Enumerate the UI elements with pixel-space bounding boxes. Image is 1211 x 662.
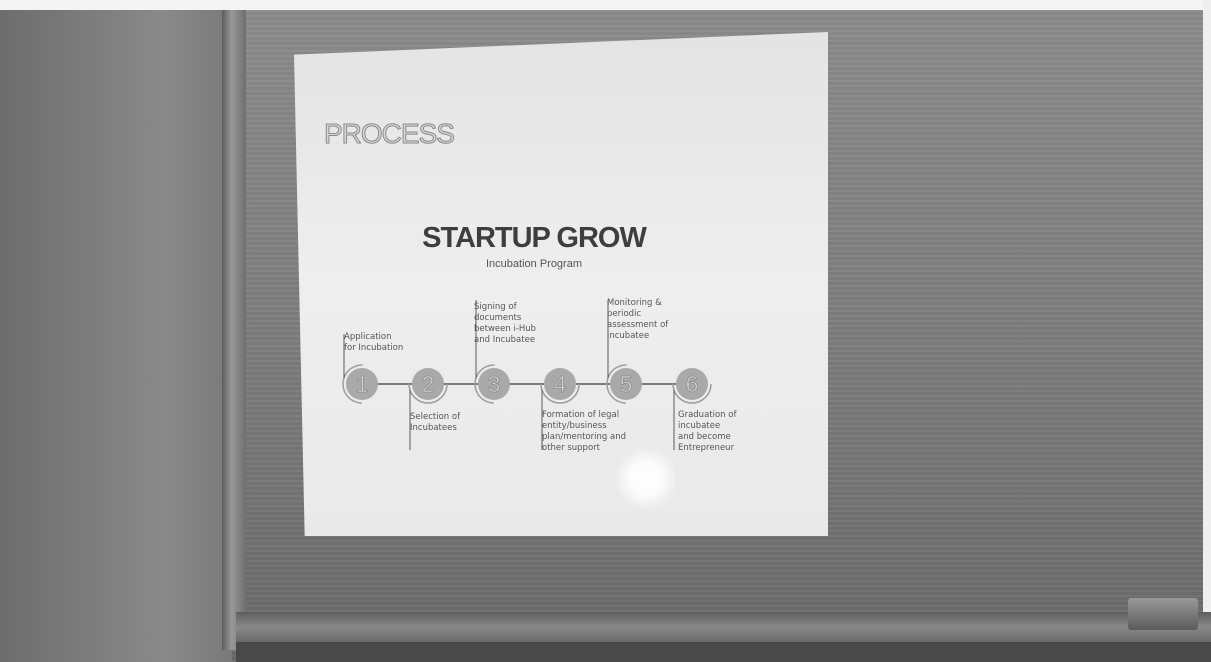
step-2-ring bbox=[408, 364, 448, 404]
step-4-label: Formation of legal entity/business plan/… bbox=[542, 410, 626, 453]
step-1-label: Application for Incubation bbox=[344, 332, 404, 353]
step-6-circle bbox=[676, 368, 708, 400]
projected-slide: PROCESS STARTUP GROW Incubation Program … bbox=[294, 32, 828, 536]
step-1-circle bbox=[346, 368, 378, 400]
process-timeline: 1 2 3 4 5 6 bbox=[342, 300, 828, 450]
floor-shadow bbox=[236, 642, 1211, 662]
step-3-circle bbox=[478, 368, 510, 400]
step-1-number: 1 bbox=[356, 371, 369, 397]
brand-subtitle: Incubation Program bbox=[486, 258, 582, 270]
step-6-label: Graduation of incubatee and become Entre… bbox=[678, 410, 737, 453]
step-2-circle bbox=[412, 368, 444, 400]
step-5-number: 5 bbox=[620, 371, 633, 397]
projector-glare bbox=[616, 444, 676, 514]
step-3-ring bbox=[474, 364, 514, 404]
photo-border-top bbox=[0, 0, 1211, 10]
board-frame bbox=[222, 10, 246, 650]
step-1-ring bbox=[342, 364, 382, 404]
step-6-number: 6 bbox=[686, 371, 699, 397]
step-4-circle bbox=[544, 368, 576, 400]
slide-heading: PROCESS bbox=[324, 118, 456, 150]
step-3-label: Signing of documents between i-Hub and I… bbox=[474, 302, 537, 345]
eraser-object bbox=[1128, 598, 1198, 630]
step-2-number: 2 bbox=[422, 371, 435, 397]
left-wall bbox=[0, 0, 232, 662]
step-4-ring bbox=[540, 364, 580, 404]
step-5-ring bbox=[606, 364, 646, 404]
step-2-label: Selection of Incubatees bbox=[410, 412, 461, 433]
step-5-circle bbox=[610, 368, 642, 400]
step-4-number: 4 bbox=[554, 371, 567, 397]
step-5-label: Monitoring & periodic assessment of incu… bbox=[607, 298, 669, 341]
board-ledge bbox=[236, 612, 1211, 642]
brand-title: STARTUP GROW bbox=[422, 222, 647, 254]
step-3-number: 3 bbox=[488, 371, 501, 397]
step-6-ring bbox=[672, 364, 712, 404]
photo-border-right bbox=[1203, 0, 1211, 662]
